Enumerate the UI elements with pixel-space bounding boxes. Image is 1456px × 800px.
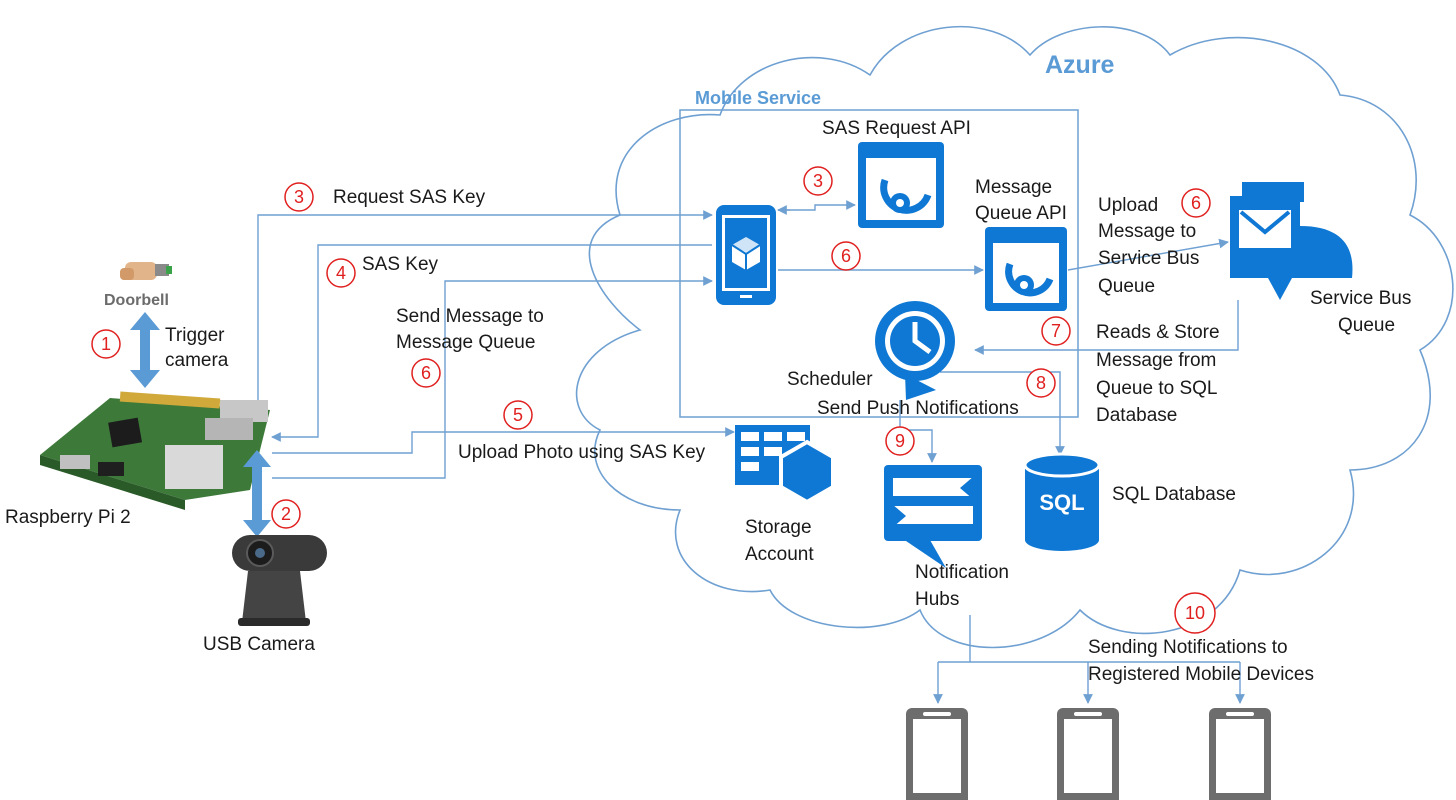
upload-msg-label-1: Upload bbox=[1098, 195, 1158, 216]
svg-text:9: 9 bbox=[895, 431, 905, 451]
step-6-marker: 6 bbox=[411, 358, 441, 388]
upload-photo-label: Upload Photo using SAS Key bbox=[458, 442, 706, 463]
sas-key-line bbox=[271, 244, 712, 442]
step-3-marker: 3 bbox=[284, 182, 314, 212]
storage-label-1: Storage bbox=[745, 517, 812, 538]
storage-label-2: Account bbox=[745, 544, 814, 565]
camera-link-arrow bbox=[243, 450, 271, 537]
step-6b-marker: 6 bbox=[831, 241, 861, 271]
upload-photo-line bbox=[272, 427, 735, 454]
scheduler-label: Scheduler bbox=[787, 369, 873, 390]
notification-label-2: Hubs bbox=[915, 589, 959, 610]
step-7-marker: 7 bbox=[1041, 316, 1071, 346]
push-line bbox=[899, 400, 937, 463]
step-3b-marker: 3 bbox=[803, 166, 833, 196]
trigger-label-1: Trigger bbox=[165, 325, 225, 346]
sql-icon-text: SQL bbox=[1039, 490, 1084, 515]
svg-text:6: 6 bbox=[1191, 193, 1201, 213]
mobile-service-icon bbox=[716, 205, 776, 305]
sas-key-label: SAS Key bbox=[362, 254, 439, 275]
request-sas-line bbox=[257, 210, 713, 400]
step-2-marker: 2 bbox=[271, 499, 301, 529]
flow-lines bbox=[257, 200, 1245, 704]
service-bus-label-2: Queue bbox=[1338, 315, 1395, 336]
send-message-line bbox=[272, 276, 713, 479]
svg-text:4: 4 bbox=[336, 263, 346, 283]
svg-text:1: 1 bbox=[101, 334, 111, 354]
request-sas-label: Request SAS Key bbox=[333, 187, 486, 208]
service-bus-line bbox=[1067, 238, 1229, 271]
step-markers: 1 2 3 3 4 5 6 6 6 7 8 9 10 bbox=[91, 166, 1216, 634]
step-1-marker: 1 bbox=[91, 329, 121, 359]
upload-msg-label-2: Message to bbox=[1098, 221, 1196, 242]
raspberry-label: Raspberry Pi 2 bbox=[5, 507, 131, 528]
svg-text:8: 8 bbox=[1036, 373, 1046, 393]
step-8-marker: 8 bbox=[1026, 368, 1056, 398]
svg-text:3: 3 bbox=[813, 171, 823, 191]
svg-text:2: 2 bbox=[281, 504, 291, 524]
svg-text:6: 6 bbox=[421, 363, 431, 383]
reads-label-1: Reads & Store bbox=[1096, 322, 1220, 343]
step-9-marker: 9 bbox=[885, 426, 915, 456]
mobile-device-1-icon bbox=[906, 708, 968, 800]
trigger-arrow bbox=[130, 312, 160, 388]
svg-text:6: 6 bbox=[841, 246, 851, 266]
mobile-service-box bbox=[679, 109, 1079, 418]
reads-label-4: Database bbox=[1096, 405, 1177, 426]
upload-msg-label-4: Queue bbox=[1098, 276, 1155, 297]
reads-label-2: Message from bbox=[1096, 350, 1216, 371]
sql-database-icon: SQL bbox=[1023, 452, 1101, 551]
step-10-marker: 10 bbox=[1174, 592, 1216, 634]
upload-msg-label-3: Service Bus bbox=[1098, 248, 1199, 269]
reads-label-3: Queue to SQL bbox=[1096, 378, 1217, 399]
send-msg-label-1: Send Message to bbox=[396, 306, 544, 327]
mq-api-label-1: Message bbox=[975, 177, 1052, 198]
step-6c-marker: 6 bbox=[1181, 188, 1211, 218]
svg-text:5: 5 bbox=[513, 405, 523, 425]
notification-label-1: Notification bbox=[915, 562, 1009, 583]
raspberry-pi-icon bbox=[40, 391, 270, 510]
azure-title: Azure bbox=[1045, 51, 1115, 79]
storage-account-icon bbox=[735, 425, 835, 505]
notification-hubs-icon bbox=[884, 465, 982, 568]
mobile-device-2-icon bbox=[1057, 708, 1119, 800]
doorbell-icon bbox=[120, 262, 172, 280]
sas-request-api-label: SAS Request API bbox=[822, 118, 971, 139]
sas-request-api-icon bbox=[858, 142, 944, 228]
message-queue-api-icon bbox=[985, 227, 1067, 311]
sending-label-1: Sending Notifications to bbox=[1088, 637, 1288, 658]
sas-api-line bbox=[778, 200, 856, 211]
svg-text:7: 7 bbox=[1051, 321, 1061, 341]
step-5-marker: 5 bbox=[503, 400, 533, 430]
usb-camera-icon bbox=[232, 535, 327, 626]
scheduler-icon bbox=[875, 301, 955, 400]
svg-text:10: 10 bbox=[1185, 603, 1205, 623]
send-push-label: Send Push Notifications bbox=[817, 398, 1019, 419]
azure-cloud bbox=[575, 25, 1454, 649]
service-bus-label-1: Service Bus bbox=[1310, 288, 1411, 309]
usb-camera-label: USB Camera bbox=[203, 634, 315, 655]
sql-line bbox=[940, 371, 1065, 456]
mobile-device-3-icon bbox=[1209, 708, 1271, 800]
service-bus-queue-icon bbox=[1230, 182, 1353, 300]
reads-store-line bbox=[974, 300, 1239, 355]
mq-api-label-2: Queue API bbox=[975, 203, 1067, 224]
trigger-label-2: camera bbox=[165, 350, 229, 371]
send-msg-label-2: Message Queue bbox=[396, 332, 535, 353]
step-4-marker: 4 bbox=[326, 258, 356, 288]
mobile-service-title: Mobile Service bbox=[695, 88, 821, 108]
sending-label-2: Registered Mobile Devices bbox=[1088, 664, 1314, 685]
doorbell-label: Doorbell bbox=[104, 292, 169, 309]
svg-text:3: 3 bbox=[294, 187, 304, 207]
sql-label: SQL Database bbox=[1112, 484, 1236, 505]
